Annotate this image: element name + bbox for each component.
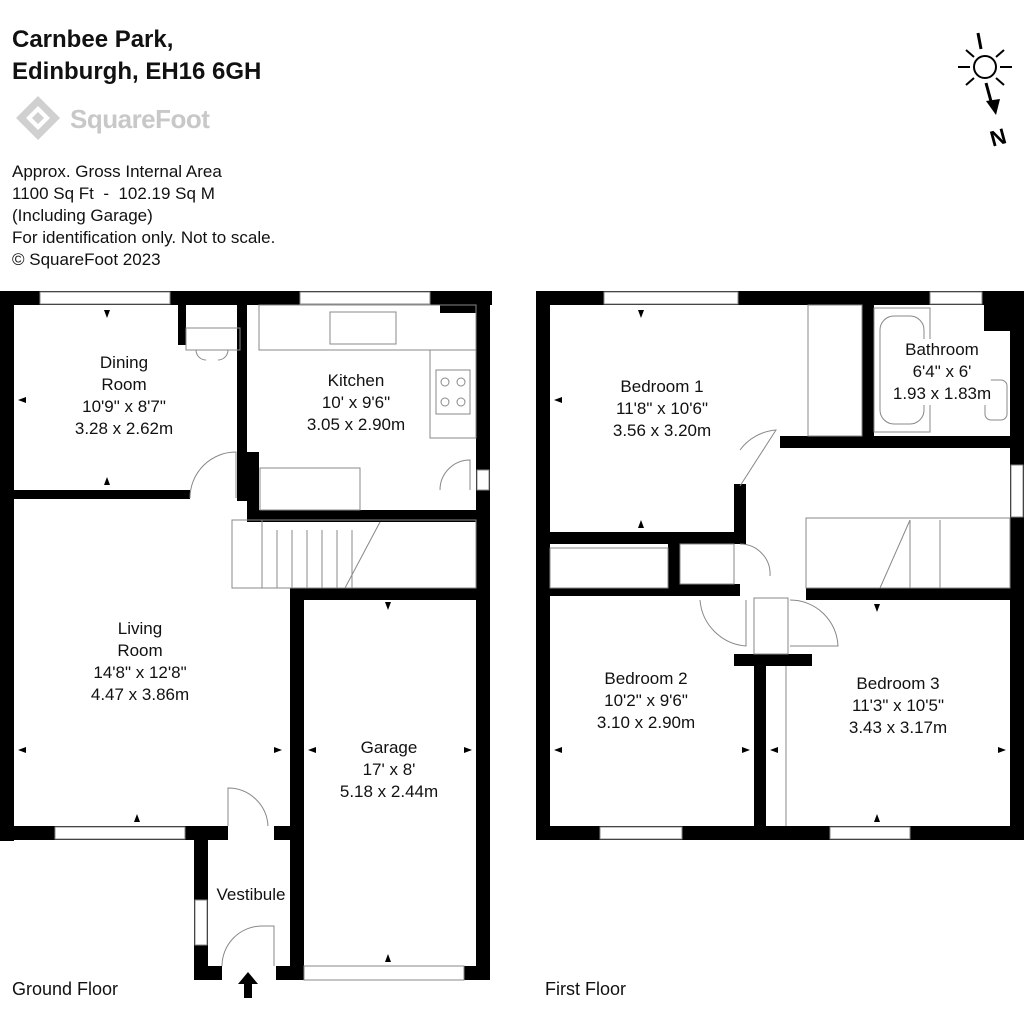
dimension-markers bbox=[18, 310, 1006, 962]
area-info-line-4: For identification only. Not to scale. bbox=[12, 228, 276, 247]
ground-floor-doors bbox=[189, 451, 275, 967]
room-bedroom-3: Bedroom 3 11'3" x 10'5" 3.43 x 3.17m bbox=[849, 673, 947, 739]
room-bedroom-3-name: Bedroom 3 bbox=[856, 674, 940, 693]
room-vestibule-name: Vestibule bbox=[216, 885, 286, 904]
room-dining-metric: 3.28 x 2.62m bbox=[74, 419, 174, 438]
room-bedroom-1-name: Bedroom 1 bbox=[620, 377, 704, 396]
room-bedroom-3-metric: 3.43 x 3.17m bbox=[848, 718, 948, 737]
room-garage-name: Garage bbox=[360, 738, 418, 757]
room-bedroom-1: Bedroom 1 11'8" x 10'6" 3.56 x 3.20m bbox=[613, 376, 711, 442]
room-kitchen-metric: 3.05 x 2.90m bbox=[306, 415, 406, 434]
kitchen-fittings bbox=[185, 304, 477, 511]
brand-name: SquareFoot bbox=[70, 104, 210, 134]
room-bedroom-3-imperial: 11'3" x 10'5" bbox=[852, 696, 944, 715]
brand-logo: SquareFoot bbox=[12, 92, 232, 152]
room-bedroom-2-metric: 3.10 x 2.90m bbox=[596, 713, 696, 732]
room-living-name-2: Room bbox=[117, 641, 163, 660]
room-living-name-1: Living bbox=[117, 619, 163, 638]
room-living-imperial: 14'8" x 12'8" bbox=[93, 663, 187, 682]
room-vestibule: Vestibule bbox=[216, 884, 286, 906]
room-bedroom-2: Bedroom 2 10'2" x 9'6" 3.10 x 2.90m bbox=[597, 668, 695, 734]
address-line-1: Carnbee Park, bbox=[12, 26, 174, 53]
room-bathroom-metric: 1.93 x 1.83m bbox=[892, 384, 992, 403]
address-line-2: Edinburgh, EH16 6GH bbox=[12, 58, 262, 85]
ground-floor-label: Ground Floor bbox=[12, 979, 119, 999]
first-floor-windows bbox=[599, 291, 1024, 840]
north-arrow-icon: N bbox=[958, 32, 1012, 152]
ground-floor-stairs bbox=[231, 519, 477, 589]
room-dining-imperial: 10'9" x 8'7" bbox=[82, 397, 166, 416]
squarefoot-logo-icon bbox=[16, 96, 60, 140]
room-bathroom-name: Bathroom bbox=[905, 340, 979, 359]
room-bedroom-1-imperial: 11'8" x 10'6" bbox=[616, 399, 708, 418]
room-dining-name-1: Dining bbox=[99, 353, 149, 372]
area-info-line-2: 1100 Sq Ft - 102.19 Sq M bbox=[12, 184, 215, 203]
room-garage-imperial: 17' x 8' bbox=[362, 760, 416, 779]
entrance-arrow-icon bbox=[238, 972, 258, 998]
area-info: Approx. Gross Internal Area 1100 Sq Ft -… bbox=[12, 161, 275, 271]
room-dining-name-2: Room bbox=[101, 375, 147, 394]
ground-floor-windows bbox=[39, 291, 490, 946]
first-floor-walls bbox=[536, 291, 1024, 840]
room-bedroom-2-imperial: 10'2" x 9'6" bbox=[604, 691, 688, 710]
room-bedroom-1-metric: 3.56 x 3.20m bbox=[612, 421, 712, 440]
room-bathroom-imperial: 6'4" x 6' bbox=[912, 362, 972, 381]
room-kitchen: Kitchen 10' x 9'6" 3.05 x 2.90m bbox=[307, 370, 405, 436]
room-garage-metric: 5.18 x 2.44m bbox=[339, 782, 439, 801]
room-kitchen-imperial: 10' x 9'6" bbox=[321, 393, 391, 412]
room-living: Living Room 14'8" x 12'8" 4.47 x 3.86m bbox=[91, 618, 189, 706]
ground-floor-walls bbox=[0, 291, 492, 980]
room-bathroom: Bathroom 6'4" x 6' 1.93 x 1.83m bbox=[892, 339, 992, 405]
room-bedroom-2-name: Bedroom 2 bbox=[604, 669, 688, 688]
north-label: N bbox=[987, 123, 1009, 151]
room-kitchen-name: Kitchen bbox=[327, 371, 385, 390]
room-garage: Garage 17' x 8' 5.18 x 2.44m bbox=[340, 737, 438, 803]
area-info-line-3: (Including Garage) bbox=[12, 206, 153, 225]
area-info-line-1: Approx. Gross Internal Area bbox=[12, 162, 222, 181]
address-title: Carnbee Park, Edinburgh, EH16 6GH bbox=[12, 24, 261, 88]
room-dining: Dining Room 10'9" x 8'7" 3.28 x 2.62m bbox=[75, 352, 173, 440]
copyright: © SquareFoot 2023 bbox=[12, 250, 161, 269]
room-living-metric: 4.47 x 3.86m bbox=[90, 685, 190, 704]
first-floor-label: First Floor bbox=[545, 979, 626, 999]
first-floor-doors bbox=[699, 429, 839, 826]
